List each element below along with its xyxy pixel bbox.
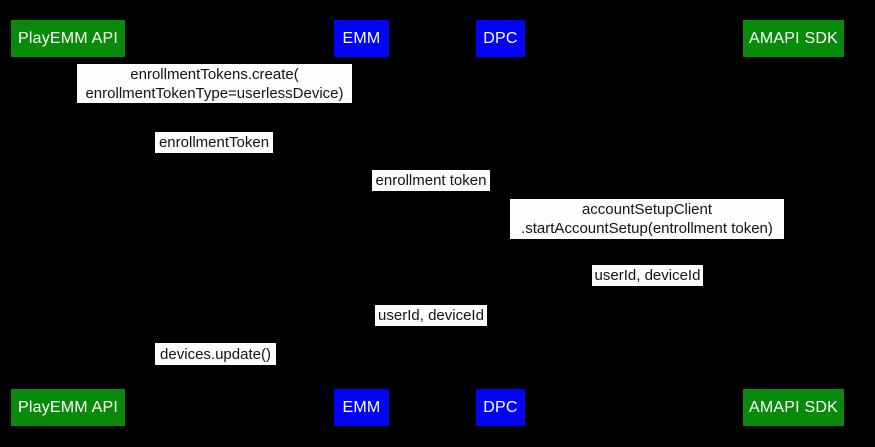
actor-label: EMM [342, 398, 381, 416]
actor-label: DPC [483, 29, 518, 47]
actor-label: AMAPI SDK [749, 29, 838, 47]
message-enrollment-tokens-create: enrollmentTokens.create( enrollmentToken… [77, 64, 352, 103]
actor-label: DPC [483, 398, 518, 416]
actor-playemm-api-bottom: PlayEMM API [11, 389, 125, 426]
actor-dpc-top: DPC [476, 20, 525, 57]
actor-label: PlayEMM API [17, 398, 118, 416]
message-line: .startAccountSetup(entrollment token) [521, 220, 773, 237]
message-line: devices.update() [160, 345, 271, 363]
message-line: enrollmentTokens.create( [130, 65, 299, 83]
message-enrollment-token-return: enrollmentToken [155, 132, 273, 153]
message-line: enrollmentTokenType=userlessDevice) [85, 84, 344, 102]
actor-dpc-bottom: DPC [476, 389, 525, 426]
actor-amapi-sdk-bottom: AMAPI SDK [743, 389, 844, 426]
message-userid-deviceid-to-dpc: userId, deviceId [592, 265, 703, 286]
message-line: userId, deviceId [378, 307, 484, 324]
message-line: enrollmentToken [158, 134, 270, 151]
actor-amapi-sdk-top: AMAPI SDK [743, 20, 844, 57]
actor-label: AMAPI SDK [749, 398, 838, 416]
message-line: enrollment token [375, 172, 487, 189]
actor-emm-top: EMM [334, 20, 389, 57]
actor-emm-bottom: EMM [334, 389, 389, 426]
actor-label: PlayEMM API [17, 29, 118, 47]
actor-label: EMM [342, 29, 381, 47]
message-devices-update: devices.update() [155, 343, 276, 365]
message-line: userId, deviceId [594, 267, 701, 284]
actor-playemm-api-top: PlayEMM API [11, 20, 125, 57]
message-enrollment-token-to-dpc: enrollment token [372, 170, 490, 191]
message-line: accountSetupClient [581, 201, 713, 218]
message-userid-deviceid-to-emm: userId, deviceId [375, 305, 487, 326]
message-start-account-setup: accountSetupClient .startAccountSetup(en… [510, 199, 784, 239]
